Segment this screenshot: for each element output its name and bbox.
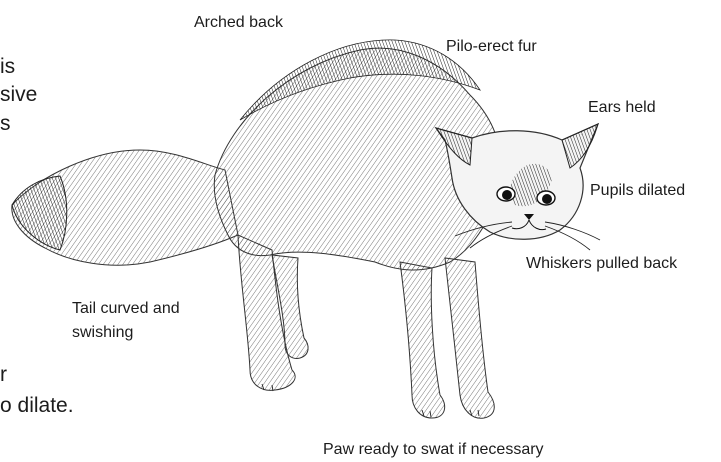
cat-front-leg-right — [445, 258, 494, 418]
cat-right-pupil — [542, 194, 552, 204]
cat-front-leg-left — [400, 262, 445, 418]
cat-left-pupil — [502, 190, 512, 200]
cat-tail-tip — [12, 176, 67, 250]
cat-paw-toes — [262, 384, 479, 417]
